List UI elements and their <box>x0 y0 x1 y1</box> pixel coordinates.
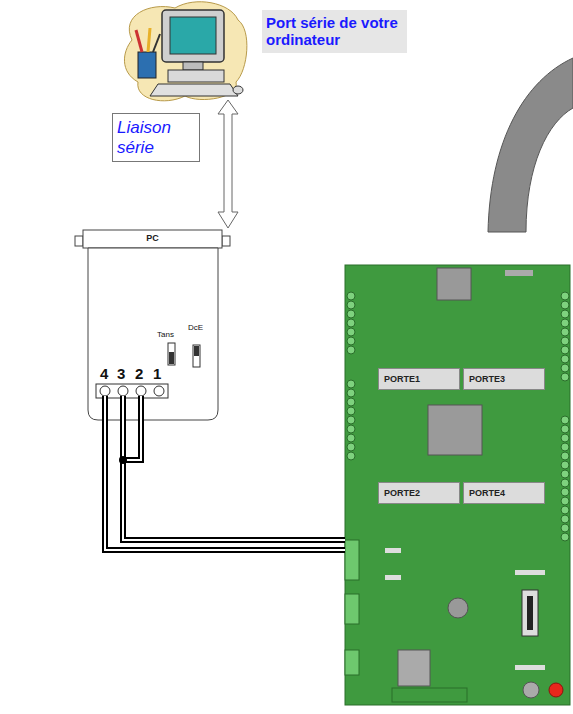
door-box: PORTE4 <box>463 482 545 504</box>
door-box: PORTE3 <box>463 368 545 390</box>
switch-label: DcE <box>188 324 203 332</box>
terminal-number: 1 <box>153 366 161 381</box>
wires <box>105 396 345 550</box>
node-text: PORTE1 <box>384 374 454 384</box>
controller-board <box>345 265 570 705</box>
serial-link-arrow <box>218 100 238 228</box>
computer-icon <box>124 2 246 101</box>
node-text: Port série de votre ordinateur <box>266 14 403 49</box>
port-label-box: Port série de votre ordinateur <box>262 10 407 53</box>
node-text: PORTE3 <box>469 374 539 384</box>
node-text: Liaison série <box>117 118 195 157</box>
terminal-number: 3 <box>117 366 125 381</box>
terminal-number: 4 <box>100 366 108 381</box>
node-text: PORTE2 <box>384 488 454 498</box>
node-text: PORTE4 <box>469 488 539 498</box>
serial-converter <box>75 230 230 420</box>
link-label-box: Liaison série <box>112 113 200 162</box>
terminal-number: 2 <box>135 366 143 381</box>
door-box: PORTE1 <box>378 368 460 390</box>
door-box: PORTE2 <box>378 482 460 504</box>
cable-arc <box>488 58 573 232</box>
node-text: PC <box>85 233 220 243</box>
connector-label: PC <box>83 231 222 245</box>
switch-label: Tans <box>157 331 174 339</box>
